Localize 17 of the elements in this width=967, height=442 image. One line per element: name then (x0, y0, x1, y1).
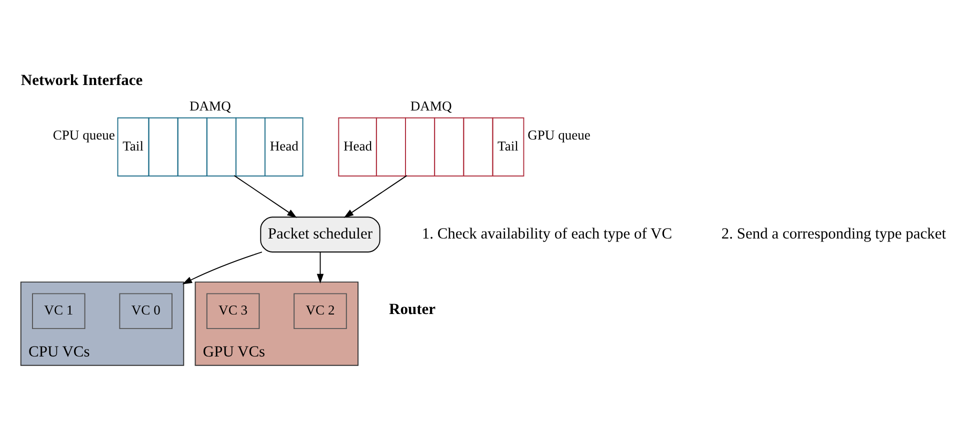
node-label: DAMQ (189, 98, 231, 113)
node-box: VC 0 (119, 292, 172, 329)
node-box: VC 1 (32, 292, 86, 329)
arrow (316, 251, 324, 284)
diagram-title: Network Interface (20, 72, 143, 89)
node-box: VC 2 (294, 292, 347, 329)
node-label: 2. Send a corresponding type packet (721, 224, 946, 242)
node-box: Packet scheduler (260, 216, 380, 252)
node-label: DAMQ (410, 98, 452, 113)
label: Router (389, 300, 436, 318)
arrow (182, 251, 262, 284)
node-label: CPU queue (52, 126, 115, 142)
arrow (344, 174, 408, 218)
node-label: 1. Check availability of each type of VC (422, 224, 672, 242)
arrow (234, 174, 297, 218)
node-box: VC 3 (206, 292, 260, 329)
node-label: GPU queue (528, 126, 590, 142)
